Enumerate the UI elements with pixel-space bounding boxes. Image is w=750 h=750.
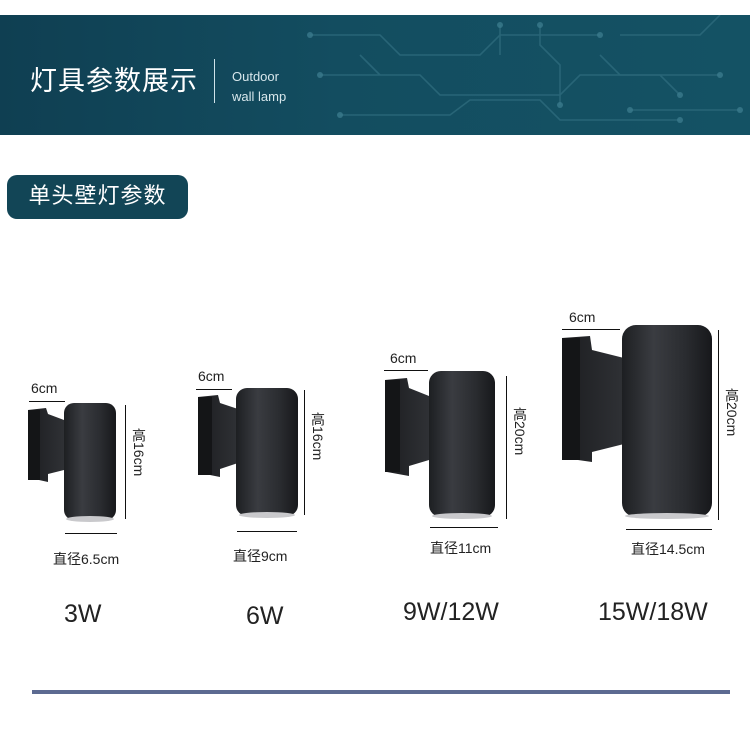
lamp-1-diameter: 直径6.5cm <box>53 551 120 567</box>
banner-subtitle-line2: wall lamp <box>232 89 287 104</box>
lamp-3-diameter-line <box>430 527 498 528</box>
lamp-2-diameter: 直径9cm <box>233 548 288 564</box>
lamp-4-depth: 6cm <box>569 309 596 325</box>
lamp-4-wattage: 15W/18W <box>598 598 708 626</box>
lamp-image-9w-12w <box>385 371 495 519</box>
banner-subtitle-line1: Outdoor <box>232 69 279 84</box>
lamp-2-height: 高16cm <box>310 412 326 461</box>
lamp-1-height-line <box>125 405 126 519</box>
lamp-4-height: 高20cm <box>724 388 740 437</box>
lamp-1-diameter-line <box>65 533 117 534</box>
lamp-2-height-line <box>304 390 305 515</box>
lamp-3-diameter: 直径11cm <box>430 540 492 556</box>
lamp-2-depth-line <box>196 389 232 390</box>
header-banner: 灯具参数展示 Outdoor wall lamp <box>0 15 750 135</box>
lamp-image-15w-18w <box>562 325 712 519</box>
section-title: 单头壁灯参数 <box>7 175 188 219</box>
lamp-3-height: 高20cm <box>512 407 528 456</box>
bottom-divider <box>32 690 730 694</box>
lamp-4-diameter: 直径14.5cm <box>631 541 705 557</box>
lamp-1-depth-line <box>29 401 65 402</box>
lamp-1-depth: 6cm <box>31 380 58 396</box>
lamp-2-depth: 6cm <box>198 368 225 384</box>
lamp-2-wattage: 6W <box>246 602 284 630</box>
lamp-3-wattage: 9W/12W <box>403 598 499 626</box>
banner-divider <box>214 59 215 103</box>
banner-title: 灯具参数展示 <box>30 66 198 97</box>
lamp-1-height: 高16cm <box>131 428 147 477</box>
lamp-image-3w <box>28 403 116 522</box>
lamp-2-diameter-line <box>237 531 297 532</box>
lamp-3-depth: 6cm <box>390 350 417 366</box>
banner-subtitle: Outdoor wall lamp <box>232 67 286 107</box>
lamp-3-height-line <box>506 376 507 519</box>
lamp-image-6w <box>198 388 298 518</box>
lamp-1-wattage: 3W <box>64 600 102 628</box>
lamp-4-depth-line <box>562 329 620 330</box>
circuit-pattern <box>307 15 743 123</box>
lamp-4-height-line <box>718 330 719 520</box>
lamp-4-diameter-line <box>626 529 712 530</box>
lamp-3-depth-line <box>384 370 428 371</box>
